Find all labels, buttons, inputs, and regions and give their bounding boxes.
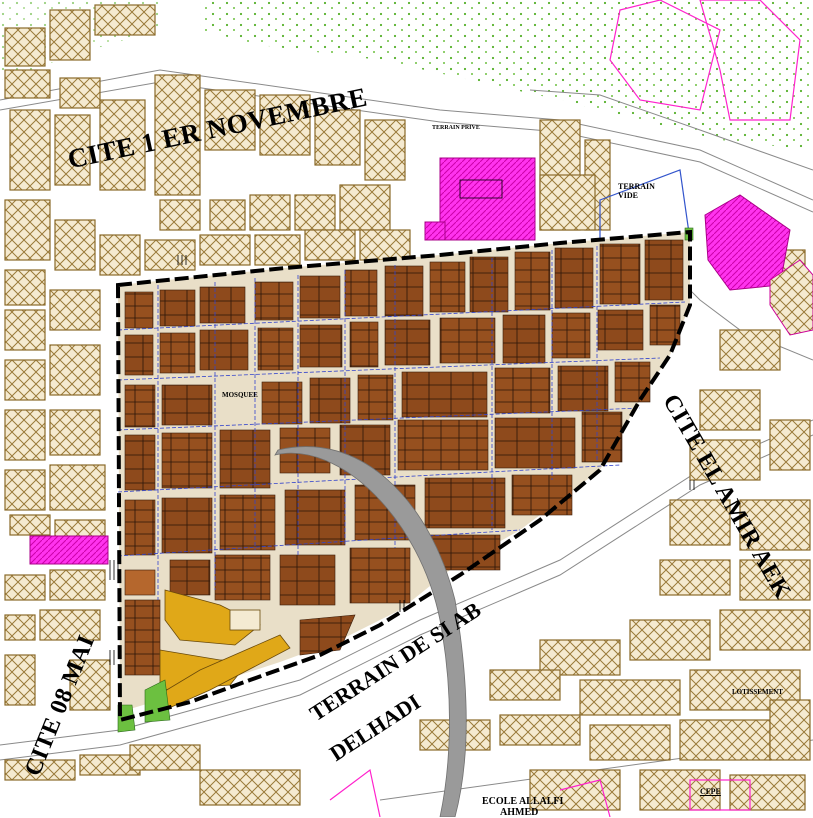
label-vide: VIDE [618,191,639,200]
street-ticks [109,255,695,665]
parcel-zone [117,227,694,733]
grey-arc [274,446,467,817]
label-ecole-2: AHMED [500,807,539,818]
label-cfpe: CFPE [700,787,721,796]
label-terrain-prive: TERRAIN PRIVE [432,125,480,131]
label-lotissement: LOTISSEMENT [732,688,783,696]
label-mosquee: MOSQUEE [222,391,258,399]
hatched-blocks [4,4,811,811]
label-terrain: TERRAIN [618,182,655,191]
label-ecole-1: ECOLE ALLALFI [482,796,564,807]
project-boundary [115,229,692,723]
internal-streets [117,246,686,600]
